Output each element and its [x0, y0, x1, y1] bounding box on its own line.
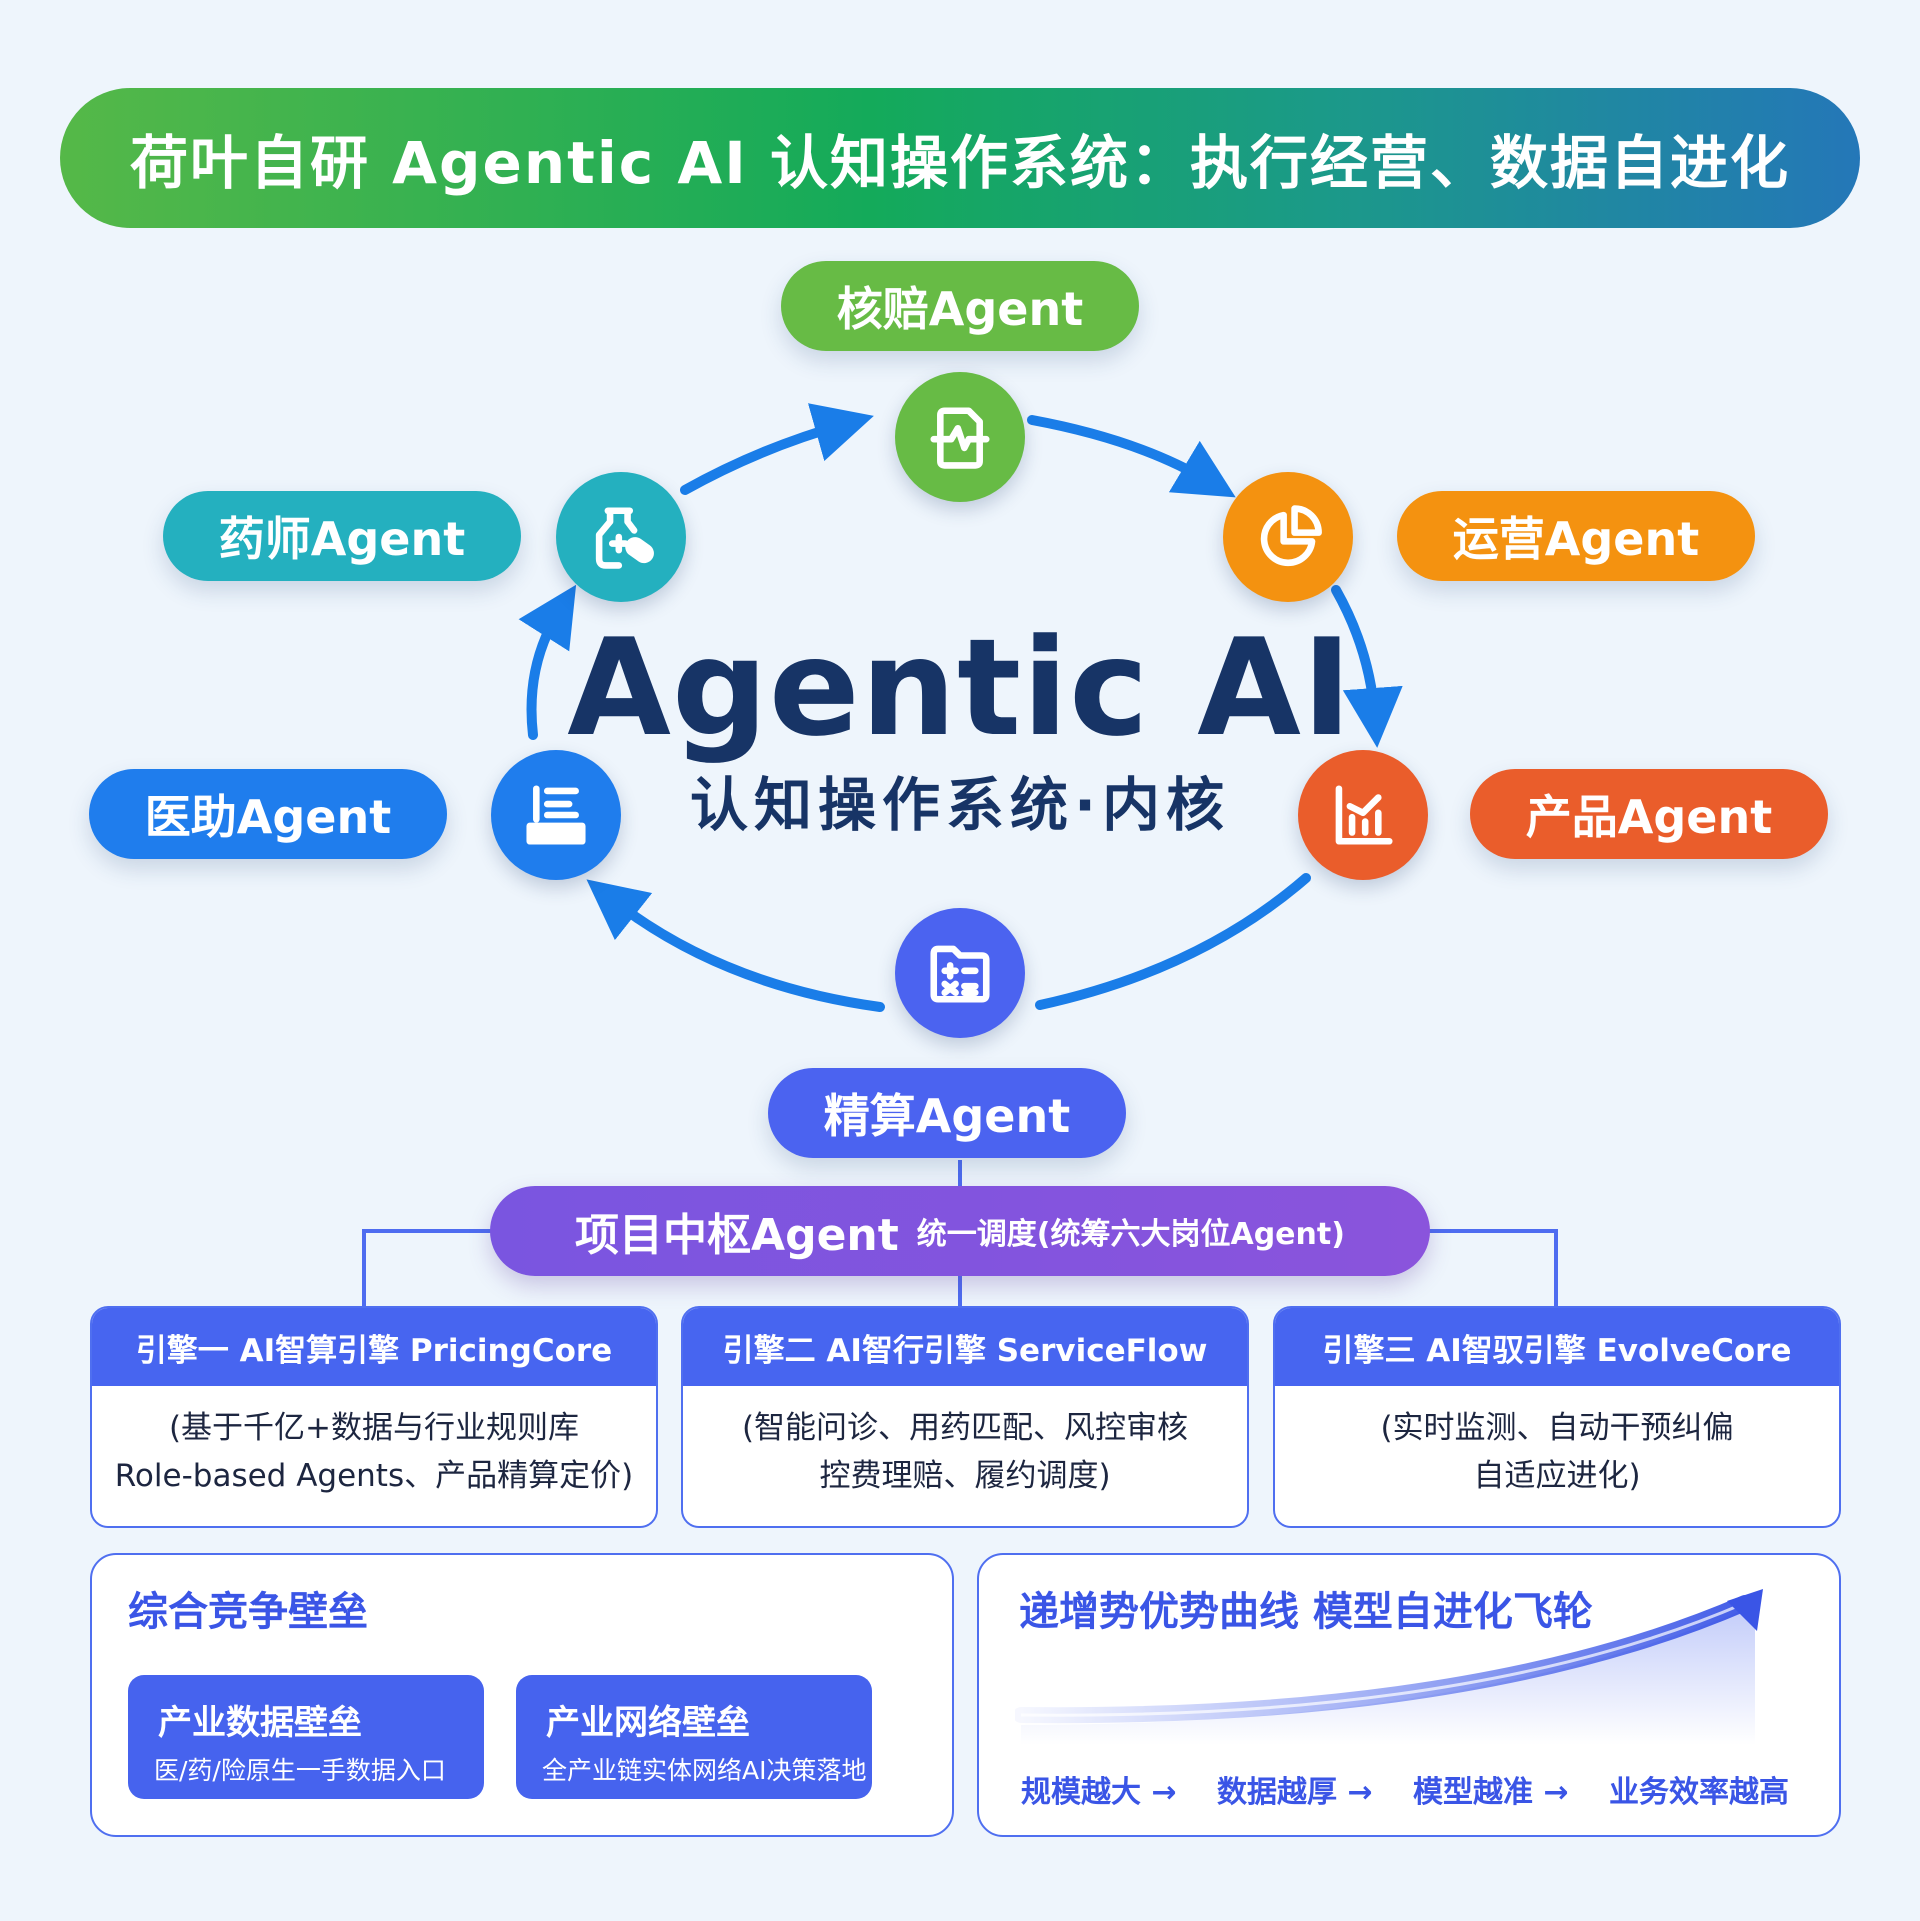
- agent-claims-pill: 核赔Agent: [781, 261, 1139, 351]
- arrow-claims-to-operations: [1027, 415, 1236, 498]
- engine-2-line1: (智能问诊、用药匹配、风控审核: [741, 1410, 1189, 1446]
- product-node: [1298, 750, 1428, 880]
- operations-node: [1223, 472, 1353, 602]
- engine-3-title: 引擎三 AI智驭引擎 EvolveCore: [1275, 1308, 1839, 1386]
- medical-node: [491, 750, 621, 880]
- growth-curve: [1015, 1589, 1763, 1745]
- hub-agent-name: 项目中枢Agent: [575, 1210, 899, 1261]
- engine-2-title: 引擎二 AI智行引擎 ServiceFlow: [683, 1308, 1247, 1386]
- agent-medical-pill: 医助Agent: [89, 769, 447, 859]
- engine-1-title: 引擎一 AI智算引擎 PricingCore: [92, 1308, 656, 1386]
- calculator-folder-icon: [930, 945, 990, 1003]
- actuarial-node: [895, 908, 1025, 1038]
- engine-card-3: 引擎三 AI智驭引擎 EvolveCore (实时监测、自动干预纠偏 自适应进化…: [1273, 1306, 1841, 1528]
- core-title: Agentic AI: [567, 610, 1353, 766]
- page-title: 荷叶自研 Agentic AI 认知操作系统：执行经营、数据自进化: [129, 129, 1791, 197]
- agent-pharmacist-label: 药师Agent: [218, 512, 466, 566]
- clipboard-tray-icon: [526, 785, 586, 845]
- agent-actuarial-label: 精算Agent: [823, 1089, 1071, 1143]
- flywheel-title: 递增势优势曲线 模型自进化飞轮: [1019, 1589, 1593, 1635]
- flywheel-step-4: 业务效率越高: [1609, 1775, 1789, 1810]
- document-pulse-icon: [930, 407, 990, 469]
- title-banner: 荷叶自研 Agentic AI 认知操作系统：执行经营、数据自进化: [60, 88, 1860, 228]
- connector-hub-engine3: [1428, 1229, 1558, 1306]
- arrow-operations-to-product: [1331, 585, 1403, 748]
- agent-medical-label: 医助Agent: [144, 790, 392, 844]
- agent-pharmacist-pill: 药师Agent: [163, 491, 521, 581]
- pharmacist-node: [556, 472, 686, 602]
- barrier-panel: 综合竞争壁垒 产业数据壁垒 医/药/险原生一手数据入口 产业网络壁垒 全产业链实…: [90, 1553, 954, 1837]
- arrow-product-to-actuarial: [1035, 873, 1311, 1010]
- agent-product-label: 产品Agent: [1525, 790, 1773, 844]
- barrier-item-data-desc: 医/药/险原生一手数据入口: [154, 1756, 446, 1785]
- bar-chart-icon: [1335, 785, 1393, 845]
- barrier-title: 综合竞争壁垒: [128, 1589, 368, 1635]
- agent-operations-label: 运营Agent: [1452, 512, 1700, 566]
- engine-3-line1: (实时监测、自动干预纠偏: [1380, 1410, 1734, 1446]
- engine-1-line1: (基于千亿+数据与行业规则库: [168, 1410, 580, 1446]
- barrier-item-data-title: 产业数据壁垒: [158, 1703, 362, 1743]
- agent-claims-label: 核赔Agent: [836, 282, 1084, 336]
- agent-product-pill: 产品Agent: [1470, 769, 1828, 859]
- agent-actuarial-pill: 精算Agent: [768, 1068, 1126, 1158]
- flywheel-steps: 规模越大 → 数据越厚 → 模型越准 → 业务效率越高: [1021, 1767, 1789, 1811]
- medicine-bottle-icon: [595, 507, 654, 569]
- flywheel-panel: 递增势优势曲线 模型自进化飞轮 规模越大 → 数据越厚 → 模型越准 → 业务效率越高: [977, 1553, 1841, 1837]
- engine-2-line2: 控费理赔、履约调度): [819, 1458, 1111, 1494]
- flywheel-step-2: 数据越厚 →: [1217, 1775, 1373, 1810]
- barrier-item-network-desc: 全产业链实体网络AI决策落地: [542, 1756, 867, 1785]
- pie-chart-icon: [1260, 505, 1322, 567]
- hub-agent-note: 统一调度(统筹六大岗位Agent): [916, 1217, 1345, 1252]
- core-subtitle: 认知操作系统·内核: [689, 771, 1231, 839]
- arrow-pharmacist-to-claims: [680, 403, 874, 495]
- barrier-item-network-title: 产业网络壁垒: [546, 1703, 750, 1743]
- engine-card-1: 引擎一 AI智算引擎 PricingCore (基于千亿+数据与行业规则库 Ro…: [90, 1306, 658, 1528]
- flywheel-step-1: 规模越大 →: [1021, 1775, 1177, 1810]
- engine-card-2: 引擎二 AI智行引擎 ServiceFlow (智能问诊、用药匹配、风控审核 控…: [681, 1306, 1249, 1528]
- hub-agent-bar: 项目中枢Agent 统一调度(统筹六大岗位Agent): [490, 1186, 1430, 1276]
- curve-arrowhead: [1727, 1589, 1763, 1631]
- arrow-medical-to-pharmacist: [518, 584, 577, 740]
- engine-1-line2: Role-based Agents、产品精算定价): [114, 1458, 634, 1494]
- claims-node: [895, 372, 1025, 502]
- barrier-item-network: 产业网络壁垒 全产业链实体网络AI决策落地: [516, 1675, 872, 1799]
- engine-3-line2: 自适应进化): [1473, 1458, 1641, 1494]
- flywheel-step-3: 模型越准 →: [1413, 1775, 1569, 1810]
- connector-hub-engine1: [362, 1229, 492, 1306]
- agent-operations-pill: 运营Agent: [1397, 491, 1755, 581]
- barrier-item-data: 产业数据壁垒 医/药/险原生一手数据入口: [128, 1675, 484, 1799]
- arrow-actuarial-to-medical: [586, 879, 885, 1012]
